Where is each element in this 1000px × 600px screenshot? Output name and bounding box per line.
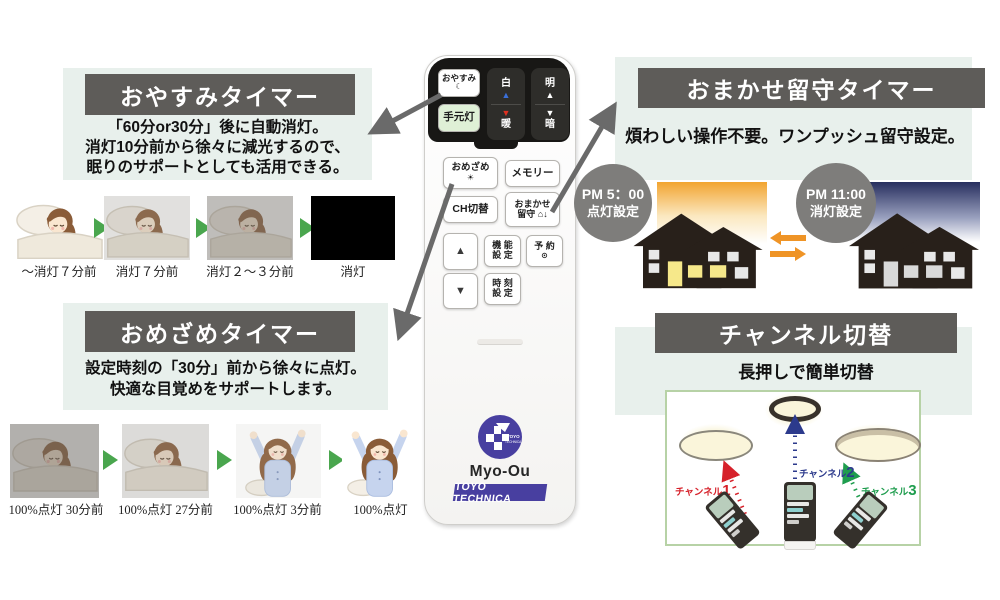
away-timer-subtitle: 煩わしい操作不要。ワンプッシュ留守設定。 (625, 127, 965, 146)
moon-icon: ☾ (455, 82, 463, 92)
up-triangle-icon: ▲ (501, 89, 511, 100)
next-arrow-icon (103, 450, 118, 470)
function-setting-button: 機 能 設 定 (484, 235, 521, 267)
battery-cover-seam (477, 339, 523, 345)
next-arrow-icon (329, 450, 344, 470)
sleep-timer-header: おやすみタイマー (85, 74, 355, 115)
sleep-caption-4: 消灯 (340, 265, 366, 279)
ceiling-light-3 (835, 428, 921, 462)
reserve-button: 予 約 ⊙ (526, 235, 563, 267)
lights-on-time-badge: PM 5：00 点灯設定 (574, 164, 652, 242)
wake-timer-line1: 設定時刻の「30分」前から徐々に点灯。 (85, 360, 366, 377)
remote-control-photo: おやすみ ☾ 手元灯 白 ▲ ▼ 暖 明 ▲ ▼ 暗 おめざめ ☀ メモリー C… (424, 55, 576, 525)
white-warm-rocker: 白 ▲ ▼ 暖 (487, 68, 525, 140)
up-triangle-icon: ▲ (455, 245, 466, 258)
up-triangle-icon: ▲ (545, 89, 555, 100)
wake-frame-3 (236, 424, 321, 498)
sleep-caption-3: 消灯２〜３分前 (206, 265, 294, 279)
dim-overlay (122, 424, 209, 498)
swap-arrow-icon (770, 231, 806, 261)
remote-head-tab (474, 140, 518, 149)
sleep-timer-line3: 眠りのサポートとしても活用できる。 (86, 159, 349, 176)
sun-icon: ☀ (466, 172, 475, 182)
sleep-caption-2: 消灯７分前 (115, 265, 179, 279)
next-arrow-icon (217, 450, 232, 470)
house-icon: ⌂↓ (537, 208, 548, 219)
channel-arrows (721, 414, 869, 528)
house-lights-on-illustration (630, 204, 766, 292)
sleep-timer-title: おやすみタイマー (120, 83, 320, 110)
channel-switch-button: CH切替 (443, 196, 498, 223)
svg-text:TECHNICA: TECHNICA (505, 440, 522, 444)
wake-frame-1 (10, 424, 99, 498)
down-triangle-icon: ▼ (545, 107, 555, 118)
channel-illustration-box: チャンネル1 チャンネル2 チャンネル3 (665, 386, 925, 551)
sleep-frame-1 (14, 196, 104, 260)
channel1-label: チャンネル1 (675, 482, 731, 499)
away-timer-title: おまかせ留守タイマー (686, 77, 937, 103)
channel-switch-title: チャンネル切替 (718, 322, 894, 348)
sleep-frame-2 (104, 196, 190, 260)
mini-remote-illustration (784, 482, 816, 550)
wake-timer-line2: 快適な目覚めをサポートします。 (110, 381, 341, 398)
channel-switch-header: チャンネル切替 (655, 313, 957, 353)
toyo-technica-logo-icon: TOYO TECHNICA (478, 415, 522, 459)
sleep-frame-3 (207, 196, 293, 260)
hand-light-button: 手元灯 (438, 104, 480, 132)
wake-caption-4: 100%点灯 (353, 503, 408, 517)
memory-button: メモリー (505, 160, 560, 187)
sleeping-person-illustration (14, 196, 104, 260)
clock-icon: ⊙ (541, 250, 548, 260)
wake-caption-3: 100%点灯 3分前 (233, 503, 322, 517)
lights-off-time-badge: PM 11:00 消灯設定 (796, 163, 876, 243)
wake-caption-2: 100%点灯 27分前 (118, 503, 213, 517)
dim-overlay (104, 196, 190, 260)
brand-badge: TOYO TECHNICA (452, 481, 548, 505)
down-button: ▼ (443, 273, 478, 309)
sleep-button: おやすみ ☾ (438, 69, 480, 97)
bright-dark-rocker: 明 ▲ ▼ 暗 (531, 68, 569, 140)
wake-button: おめざめ ☀ (443, 157, 498, 189)
wake-timer-header: おめざめタイマー (85, 311, 355, 352)
wake-frame-2 (122, 424, 209, 498)
wake-timer-title: おめざめタイマー (120, 320, 320, 347)
channel2-label: チャンネル2 (799, 464, 855, 481)
wake-frame-4 (342, 424, 419, 498)
svg-text:TOYO: TOYO (507, 434, 520, 439)
channel3-label: チャンネル3 (861, 482, 917, 499)
channel-switch-subtitle: 長押しで簡単切替 (738, 363, 874, 382)
auto-away-button: おまかせ 留守 ⌂↓ (505, 192, 560, 227)
up-button: ▲ (443, 233, 478, 270)
dim-overlay (236, 424, 321, 498)
away-timer-header: おまかせ留守タイマー (638, 68, 985, 108)
wake-caption-1: 100%点灯 30分前 (8, 503, 104, 517)
down-triangle-icon: ▼ (455, 284, 466, 297)
stretching-person-illustration (342, 424, 419, 498)
sleep-frame-4-lights-off (311, 196, 395, 260)
sleep-timer-line1: 「60分or30分」後に自動消灯。 (107, 119, 328, 136)
sleep-caption-1: 〜消灯７分前 (21, 265, 97, 279)
dim-overlay (10, 424, 99, 498)
down-triangle-icon: ▼ (501, 107, 511, 118)
model-name: Myo-Ou (469, 463, 531, 480)
dim-overlay (207, 196, 293, 260)
ceiling-light-1 (679, 430, 753, 461)
time-setting-button: 時 刻 設 定 (484, 273, 521, 305)
sleep-timer-line2: 消灯10分前から徐々に減光するので、 (85, 139, 350, 156)
